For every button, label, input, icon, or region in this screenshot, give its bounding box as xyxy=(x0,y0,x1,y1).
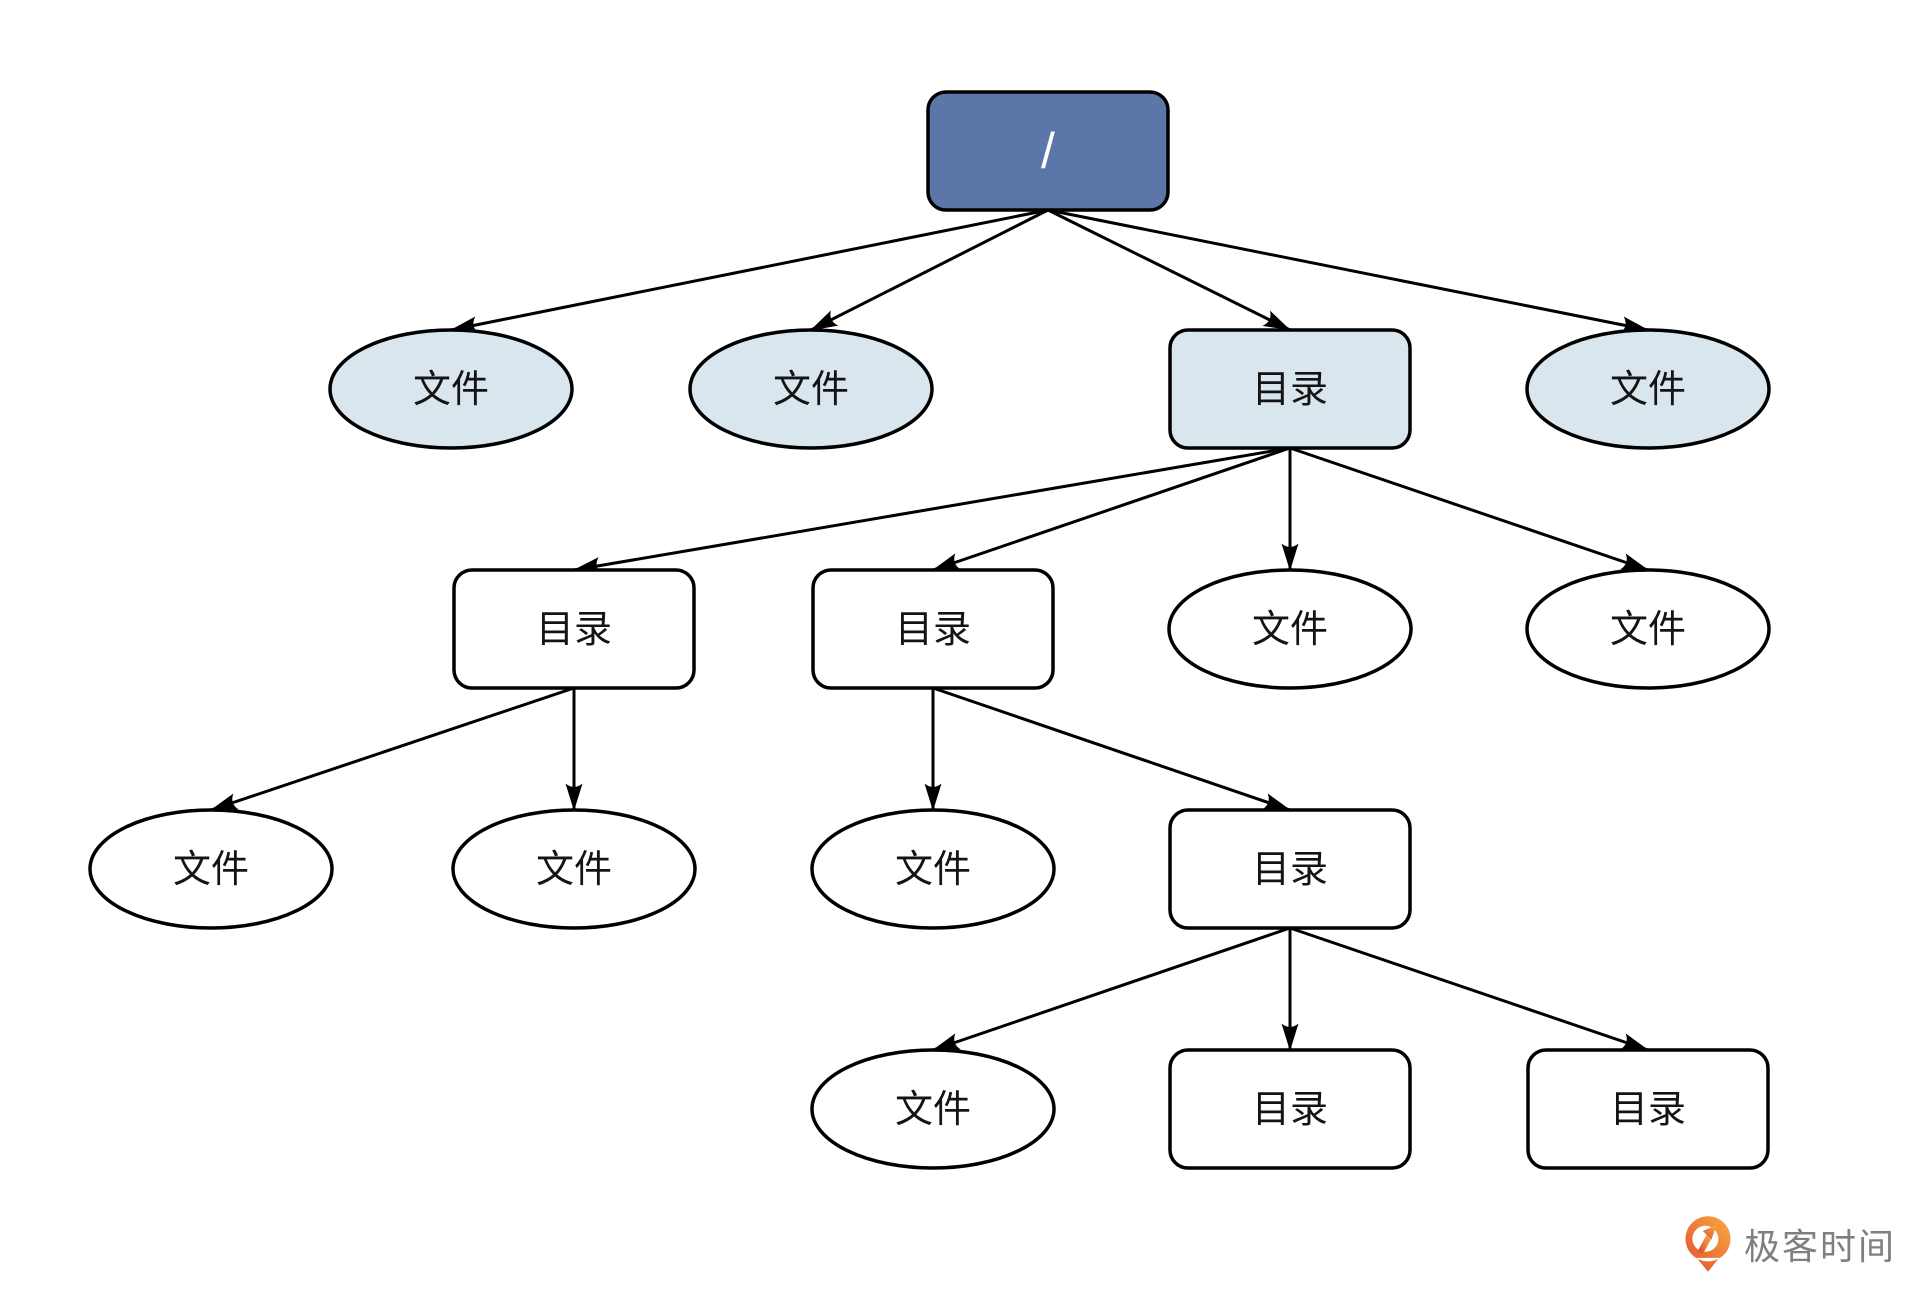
edge-d4-f9 xyxy=(932,926,1291,1052)
node-label-f8: 文件 xyxy=(895,849,971,891)
node-label-f4: 文件 xyxy=(1252,609,1328,651)
node-label-f1: 文件 xyxy=(413,369,489,411)
brand-name: 极客时间 xyxy=(1743,1226,1896,1267)
edges-layer xyxy=(210,208,1649,1052)
node-label-d5: 目录 xyxy=(1252,1089,1328,1131)
node-shape-d3 xyxy=(811,568,1055,690)
tree-node-f6: 文件 xyxy=(88,808,334,930)
node-label-f5: 文件 xyxy=(1610,609,1686,651)
tree-node-root: / xyxy=(926,90,1170,212)
edge-d4-d6 xyxy=(1289,926,1649,1052)
tree-node-f2: 文件 xyxy=(688,328,934,450)
node-shape-f7 xyxy=(451,808,697,930)
tree-node-d1: 目录 xyxy=(1168,328,1412,450)
edge-d1-d2 xyxy=(573,446,1291,574)
node-shape-d6 xyxy=(1526,1048,1770,1170)
tree-node-d2: 目录 xyxy=(452,568,696,690)
edge-d3-d4 xyxy=(932,686,1291,812)
node-shape-d4 xyxy=(1168,808,1412,930)
node-label-f3: 文件 xyxy=(1610,369,1686,411)
node-label-f9: 文件 xyxy=(895,1089,971,1131)
logo-arrow-head xyxy=(1702,1224,1717,1240)
tree-node-f7: 文件 xyxy=(451,808,697,930)
node-shape-f8 xyxy=(810,808,1056,930)
edge-d2-f6 xyxy=(210,686,575,812)
node-shape-f6 xyxy=(88,808,334,930)
tree-node-f5: 文件 xyxy=(1525,568,1771,690)
edge-d1-f5 xyxy=(1289,446,1649,572)
node-label-d6: 目录 xyxy=(1610,1089,1686,1131)
node-shape-f9 xyxy=(810,1048,1056,1170)
edge-root-f1 xyxy=(450,208,1049,334)
node-label-f6: 文件 xyxy=(173,849,249,891)
edge-d1-d3 xyxy=(932,446,1291,572)
tree-node-f8: 文件 xyxy=(810,808,1056,930)
edge-root-f3 xyxy=(1047,208,1649,334)
node-label-root: / xyxy=(1041,123,1055,179)
node-label-d1: 目录 xyxy=(1252,369,1328,411)
node-shape-f5 xyxy=(1525,568,1771,690)
node-shape-d1 xyxy=(1168,328,1412,450)
node-shape-f4 xyxy=(1167,568,1413,690)
node-shape-d2 xyxy=(452,568,696,690)
node-shape-root xyxy=(926,90,1170,212)
tree-node-d4: 目录 xyxy=(1168,808,1412,930)
node-shape-d5 xyxy=(1168,1048,1412,1170)
node-label-d2: 目录 xyxy=(536,609,612,651)
edge-root-d1 xyxy=(1047,208,1291,332)
node-label-f2: 文件 xyxy=(773,369,849,411)
tree-node-f3: 文件 xyxy=(1525,328,1771,450)
node-shape-f2 xyxy=(688,328,934,450)
tree-node-d5: 目录 xyxy=(1168,1048,1412,1170)
edge-root-f2 xyxy=(810,208,1049,332)
node-label-f7: 文件 xyxy=(536,849,612,891)
logo-arrow xyxy=(1697,1233,1713,1255)
nodes-layer: /文件文件目录文件目录目录文件文件文件文件文件目录文件目录目录 xyxy=(88,90,1771,1170)
node-label-d4: 目录 xyxy=(1252,849,1328,891)
node-label-d3: 目录 xyxy=(895,609,971,651)
geektime-logo-icon xyxy=(1685,1216,1731,1272)
brand-logo: 极客时间 xyxy=(1682,1214,1896,1274)
tree-node-d3: 目录 xyxy=(811,568,1055,690)
tree-node-f1: 文件 xyxy=(328,328,574,450)
node-shape-f1 xyxy=(328,328,574,450)
tree-node-d6: 目录 xyxy=(1526,1048,1770,1170)
node-shape-f3 xyxy=(1525,328,1771,450)
tree-node-f4: 文件 xyxy=(1167,568,1413,690)
tree-node-f9: 文件 xyxy=(810,1048,1056,1170)
